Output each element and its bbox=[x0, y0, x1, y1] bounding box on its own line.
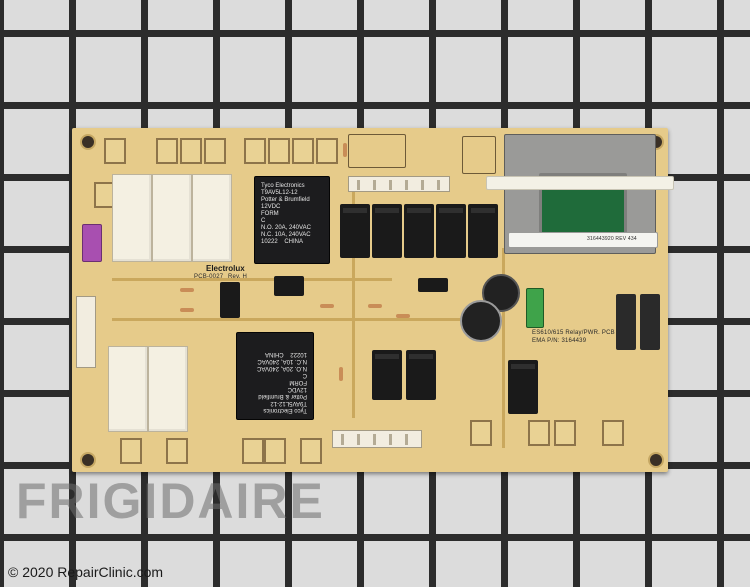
transformer-part-label: 316443920 REV 434 bbox=[587, 236, 637, 242]
black-header bbox=[616, 294, 636, 350]
mini-relay bbox=[372, 204, 402, 258]
terminal-pad bbox=[204, 138, 226, 164]
terminal-pad bbox=[180, 138, 202, 164]
mini-relay bbox=[372, 350, 402, 400]
terminal-pad bbox=[264, 438, 286, 464]
power-relay-top: Tyco Electronics T9AV5L12-12 Potter & Br… bbox=[254, 176, 330, 264]
terminal-pad bbox=[104, 138, 126, 164]
ic-chip bbox=[220, 282, 240, 318]
ic-chip bbox=[418, 278, 448, 292]
terminal-pad bbox=[300, 438, 322, 464]
terminal-pad bbox=[242, 438, 264, 464]
white-relay bbox=[152, 174, 192, 262]
mini-relay bbox=[404, 204, 434, 258]
silkscreen-box bbox=[348, 134, 406, 168]
terminal-pad bbox=[602, 420, 624, 446]
resistor bbox=[320, 304, 334, 308]
resistor bbox=[343, 143, 347, 157]
resistor bbox=[180, 308, 194, 312]
electrolux-brand: Electrolux bbox=[206, 264, 245, 273]
mini-relay bbox=[508, 360, 538, 414]
terminal-pad bbox=[268, 138, 290, 164]
resistor bbox=[180, 288, 194, 292]
terminal-pad bbox=[316, 138, 338, 164]
magenta-connector bbox=[82, 224, 102, 262]
wire-connector-top bbox=[348, 176, 450, 192]
relay-label-bottom: Tyco Electronics T9AV5L12-12 Potter & Br… bbox=[257, 351, 307, 413]
terminal-pad bbox=[156, 138, 178, 164]
relay-label-top: Tyco Electronics T9AV5L12-12 Potter & Br… bbox=[261, 183, 311, 245]
electrolytic-capacitor bbox=[460, 300, 502, 342]
copyright-text: © 2020 RepairClinic.com bbox=[8, 564, 164, 580]
pcb-code: PCB-0027 bbox=[194, 274, 224, 280]
terminal-pad bbox=[554, 420, 576, 446]
resistor bbox=[396, 314, 410, 318]
terminal-pad bbox=[292, 138, 314, 164]
frigidaire-watermark: FRIGIDAIRE bbox=[16, 473, 325, 529]
terminal-pad bbox=[244, 138, 266, 164]
terminal-pad bbox=[120, 438, 142, 464]
terminal-pad bbox=[470, 420, 492, 446]
white-relay bbox=[108, 346, 148, 432]
terminal-pad bbox=[528, 420, 550, 446]
white-relay bbox=[192, 174, 232, 262]
cable-tie bbox=[486, 176, 674, 190]
copper-trace bbox=[352, 188, 355, 418]
board-part-number: EMA P/N: 3164439 bbox=[532, 338, 587, 344]
board-model-text: ES610/615 Relay/PWR. PCB bbox=[532, 330, 615, 336]
power-relay-bottom: Tyco Electronics T9AV5L12-12 Potter & Br… bbox=[236, 332, 314, 420]
relay-control-board: Tyco Electronics T9AV5L12-12 Potter & Br… bbox=[72, 128, 674, 472]
copper-trace bbox=[112, 318, 472, 321]
pcb-rev: Rev. H bbox=[228, 274, 248, 280]
wire-connector-bottom bbox=[332, 430, 422, 448]
mini-relay bbox=[406, 350, 436, 400]
mini-relay bbox=[468, 204, 498, 258]
ic-chip bbox=[274, 276, 304, 296]
copper-trace bbox=[502, 248, 505, 448]
black-header bbox=[640, 294, 660, 350]
mounting-hole bbox=[80, 134, 96, 150]
transformer-sticker: 316443920 REV 434 bbox=[508, 232, 658, 248]
mounting-hole bbox=[648, 452, 664, 468]
resistor bbox=[339, 367, 343, 381]
white-relay bbox=[148, 346, 188, 432]
mini-relay bbox=[340, 204, 370, 258]
terminal-pad bbox=[166, 438, 188, 464]
mounting-hole bbox=[80, 452, 96, 468]
green-connector bbox=[526, 288, 544, 328]
mini-relay bbox=[436, 204, 466, 258]
wire-connector-left bbox=[76, 296, 96, 368]
silkscreen-box bbox=[462, 136, 496, 174]
white-relay bbox=[112, 174, 152, 262]
copper-trace bbox=[112, 278, 392, 281]
resistor bbox=[368, 304, 382, 308]
